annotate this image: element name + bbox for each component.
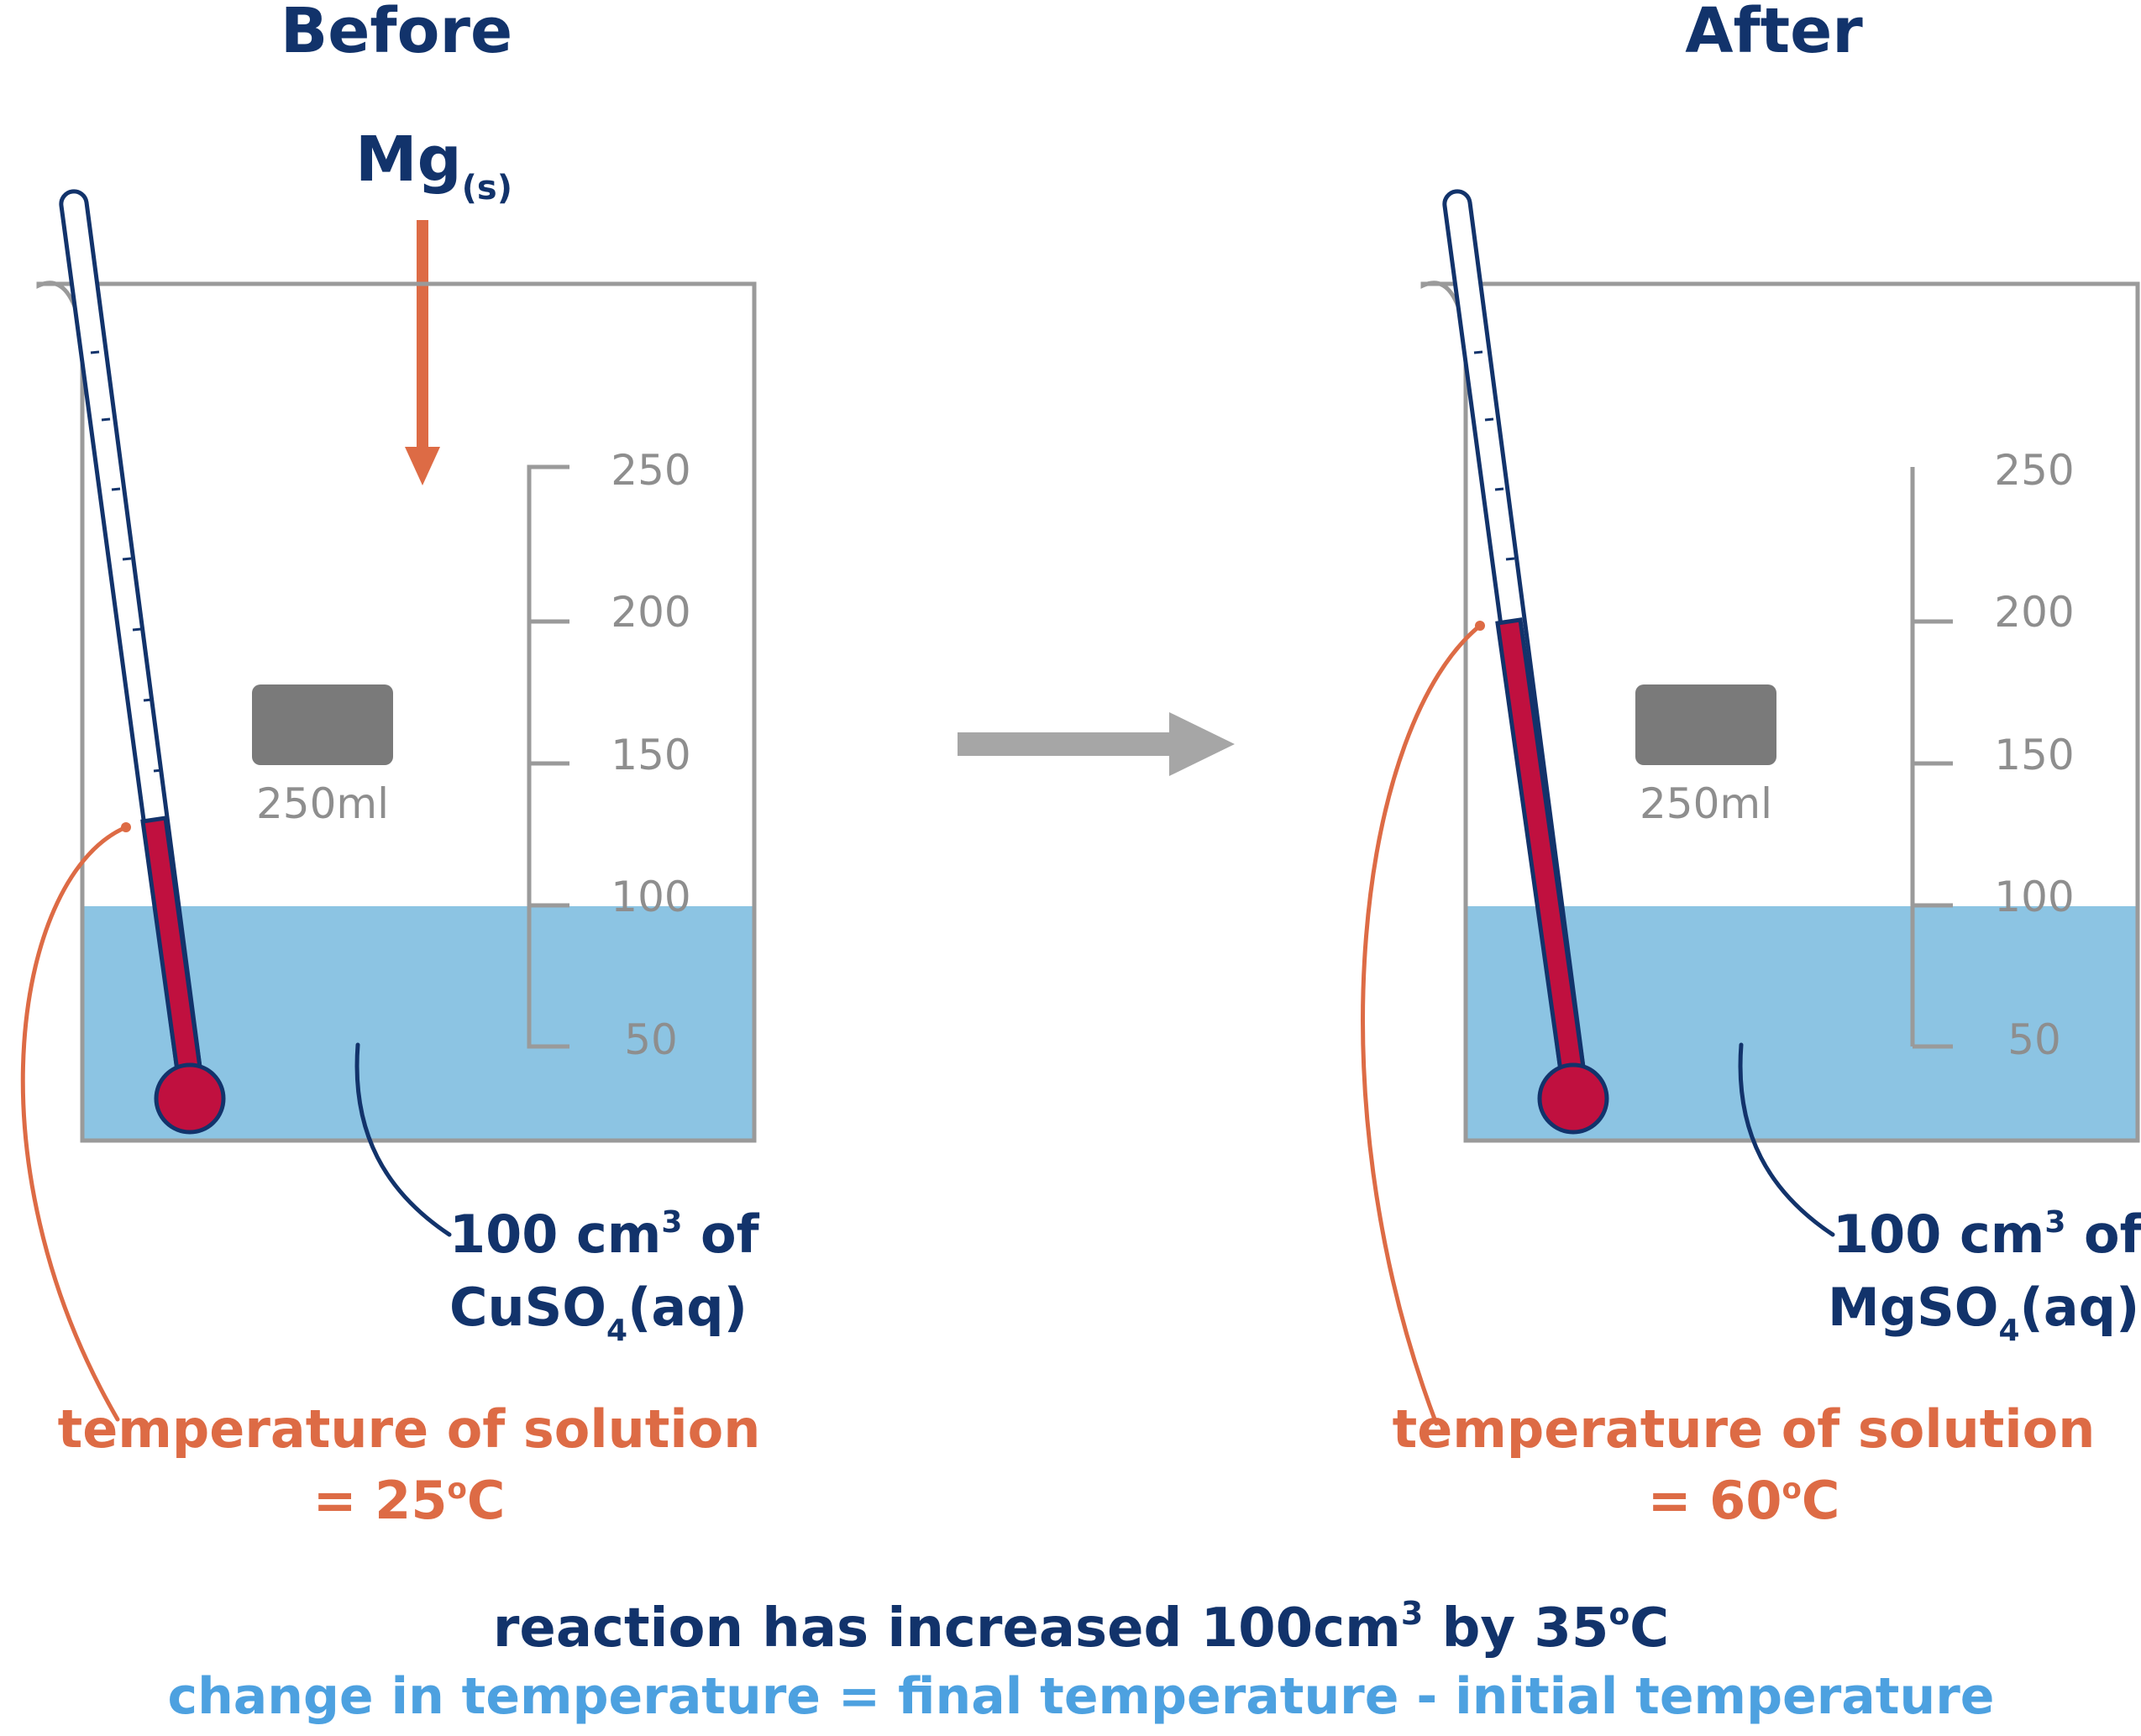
beaker-capacity-label: 250ml xyxy=(1640,779,1772,828)
scale-tick-150: 150 xyxy=(611,731,690,779)
beaker-capacity-label: 250ml xyxy=(256,779,389,828)
thermometer xyxy=(59,189,226,1135)
after-panel: After 250ml 250 200 150 100 50 xyxy=(1361,0,2141,1531)
scale-tick-150: 150 xyxy=(1994,731,2074,779)
solution-label-line2: MgSO4(aq) xyxy=(1828,1277,2139,1348)
beaker-label-box xyxy=(1635,684,1776,765)
after-heading: After xyxy=(1685,0,1863,67)
summary-line-1: reaction has increased 100cm3 by 35oC xyxy=(493,1595,1669,1660)
scale-tick-50: 50 xyxy=(624,1015,678,1064)
temperature-label: temperature of solution xyxy=(1393,1398,2096,1460)
summary: reaction has increased 100cm3 by 35oC ch… xyxy=(168,1595,1995,1726)
solution-pointer-line xyxy=(1738,1042,1835,1237)
thermometer-bulb xyxy=(154,1062,226,1135)
before-heading: Before xyxy=(281,0,512,67)
temperature-value: = 60oC xyxy=(1648,1470,1840,1531)
add-reactant-arrow xyxy=(405,220,440,485)
scale-tick-250: 250 xyxy=(611,446,690,495)
measurement-scale: 250 200 150 100 50 xyxy=(527,446,691,1064)
solution-label-line1: 100 cm3 of xyxy=(449,1204,760,1265)
beaker-label-box xyxy=(252,684,393,765)
solution-label-line1: 100 cm3 of xyxy=(1833,1204,2141,1265)
thermometer xyxy=(1442,189,1609,1135)
thermometer-bulb xyxy=(1537,1062,1609,1135)
reactant-sub: (s) xyxy=(462,169,512,207)
solution-label-line2: CuSO4(aq) xyxy=(449,1277,748,1348)
temperature-pointer-line xyxy=(1361,623,1482,1426)
scale-tick-200: 200 xyxy=(611,588,690,637)
reactant-label: Mg(s) xyxy=(355,123,512,207)
reactant-main: Mg xyxy=(355,123,462,196)
temperature-pointer-line xyxy=(20,825,129,1422)
scale-tick-50: 50 xyxy=(2007,1015,2061,1064)
summary-line-2: change in temperature = final temperatur… xyxy=(168,1667,1995,1726)
measurement-scale: 250 200 150 100 50 xyxy=(1910,446,2075,1064)
before-panel: Before Mg(s) 250ml 250 200 150 100 xyxy=(20,0,761,1531)
scale-tick-100: 100 xyxy=(1994,873,2074,921)
process-arrow xyxy=(958,712,1235,776)
scale-tick-250: 250 xyxy=(1994,446,2074,495)
scale-tick-200: 200 xyxy=(1994,588,2074,637)
solution-pointer-line xyxy=(354,1042,452,1237)
temperature-value: = 25oC xyxy=(313,1470,506,1531)
scale-tick-100: 100 xyxy=(611,873,690,921)
temperature-label: temperature of solution xyxy=(58,1398,761,1460)
